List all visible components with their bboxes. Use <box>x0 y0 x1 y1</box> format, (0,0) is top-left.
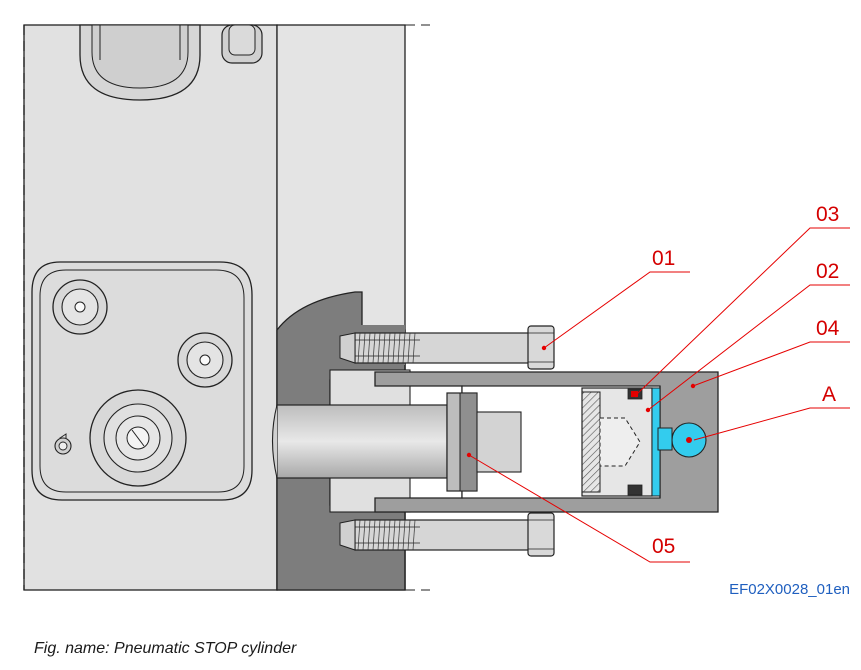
leader-dot-02 <box>645 407 651 413</box>
leader-dot-04 <box>690 383 696 389</box>
screw-top <box>330 325 555 370</box>
leader-05 <box>468 454 690 563</box>
callout-03: 03 <box>816 203 839 226</box>
callout-01: 01 <box>652 247 675 270</box>
hex-nut-top <box>79 24 263 101</box>
leader-04 <box>692 341 850 387</box>
piston-rod <box>272 404 448 479</box>
valve-block <box>31 261 253 501</box>
callout-02: 02 <box>816 260 839 283</box>
blue-seal <box>651 387 673 497</box>
callout-a: A <box>822 383 836 406</box>
drawing-code: EF02X0028_01en <box>729 581 850 598</box>
figure-caption: Fig. name: Pneumatic STOP cylinder <box>34 640 297 657</box>
leader-dot-05 <box>466 452 472 458</box>
leader-dot-03 <box>633 392 639 398</box>
leader-lines <box>466 227 850 563</box>
leader-01 <box>543 271 690 349</box>
callout-05: 05 <box>652 535 675 558</box>
piston-disc <box>446 392 522 492</box>
leader-03 <box>635 227 850 396</box>
leader-02 <box>647 284 850 411</box>
leader-a <box>693 407 850 441</box>
screw-bottom <box>339 512 555 557</box>
callout-04: 04 <box>816 317 840 340</box>
port-a-ball <box>671 422 707 458</box>
leader-dot-01 <box>541 345 547 351</box>
technical-drawing: 01 03 02 04 A 05 <box>23 24 850 591</box>
inner-piston <box>581 387 653 497</box>
